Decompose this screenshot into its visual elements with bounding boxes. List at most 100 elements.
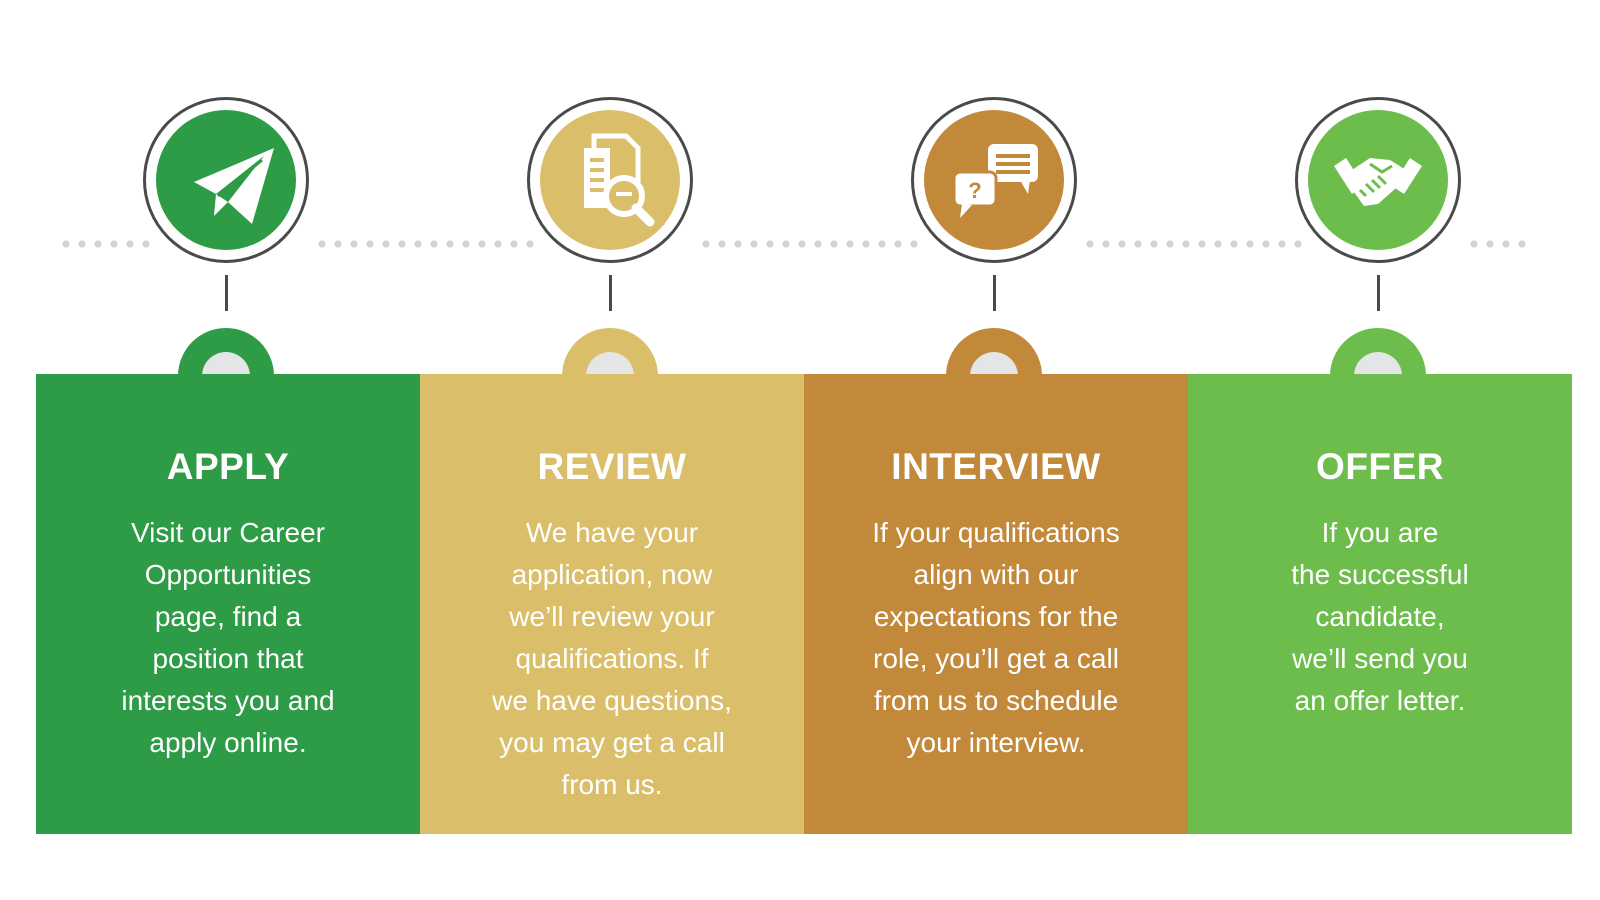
timeline-dot (830, 240, 838, 248)
timeline-dot (494, 240, 502, 248)
interview-line: align with our (913, 559, 1079, 590)
timeline-dot (1470, 240, 1478, 248)
timeline-dot (1150, 240, 1158, 248)
interview-icon-ring: ? (911, 97, 1077, 263)
timeline-dot (782, 240, 790, 248)
review-icon-ring (527, 97, 693, 263)
interview-line: your interview. (906, 727, 1086, 758)
timeline-dot (1294, 240, 1302, 248)
timeline-dot (398, 240, 406, 248)
timeline-dot (1486, 240, 1494, 248)
interview-line: If your qualifications (872, 517, 1120, 548)
timeline-dot (430, 240, 438, 248)
review-line: application, now (511, 559, 713, 590)
apply-line: Opportunities (144, 559, 312, 590)
timeline-dot (462, 240, 470, 248)
timeline-dot (750, 240, 758, 248)
step-offer: OFFER If you are the successful candidat… (1188, 0, 1572, 900)
timeline-dot (1198, 240, 1206, 248)
timeline-dot (366, 240, 374, 248)
timeline-dot (1182, 240, 1190, 248)
review-line: We have your (525, 517, 699, 548)
timeline-dot (1278, 240, 1286, 248)
timeline-dot (1102, 240, 1110, 248)
timeline-dot (718, 240, 726, 248)
review-line: from us. (561, 769, 663, 800)
apply-line: apply online. (149, 727, 307, 758)
step-interview: ? INTERVIEW If your qualifications align… (804, 0, 1188, 900)
offer-line: we’ll send you (1292, 643, 1468, 674)
timeline-dot (78, 240, 86, 248)
review-icon-circle (540, 110, 680, 250)
timeline-dot (766, 240, 774, 248)
apply-icon-ring (143, 97, 309, 263)
timeline-dot (510, 240, 518, 248)
interview-icon-circle: ? (924, 110, 1064, 250)
apply-line: page, find a (154, 601, 302, 632)
timeline-dot (1518, 240, 1526, 248)
interview-panel: INTERVIEW If your qualifications align w… (804, 374, 1188, 834)
chat-bubbles-icon: ? (952, 144, 1038, 218)
review-line: you may get a call (499, 727, 725, 758)
apply-icon-circle (156, 110, 296, 250)
timeline-dot (414, 240, 422, 248)
timeline-dot (1134, 240, 1142, 248)
timeline-dot (110, 240, 118, 248)
review-line: qualifications. If (515, 643, 709, 674)
timeline-dot (526, 240, 534, 248)
review-line: we have questions, (492, 685, 732, 716)
timeline-dot (814, 240, 822, 248)
timeline-dot (94, 240, 102, 248)
offer-line: candidate, (1315, 601, 1445, 632)
timeline-dot (894, 240, 902, 248)
review-stem (609, 275, 612, 311)
step-review: REVIEW We have your application, now we’… (420, 0, 804, 900)
offer-icon-circle (1308, 110, 1448, 250)
timeline-dot (350, 240, 358, 248)
apply-description: Visit our Career Opportunities page, fin… (68, 512, 388, 764)
timeline-dot (1262, 240, 1270, 248)
timeline-dot (446, 240, 454, 248)
timeline-dot (62, 240, 70, 248)
offer-line: If you are (1321, 517, 1439, 548)
timeline-dot (126, 240, 134, 248)
review-description: We have your application, now we’ll revi… (452, 512, 772, 806)
timeline-dot (334, 240, 342, 248)
step-apply: APPLY Visit our Career Opportunities pag… (36, 0, 420, 900)
apply-line: interests you and (121, 685, 335, 716)
offer-line: the successful (1291, 559, 1469, 590)
apply-stem (225, 275, 228, 311)
review-panel: REVIEW We have your application, now we’… (420, 374, 804, 834)
timeline-dot (1246, 240, 1254, 248)
offer-line: an offer letter. (1294, 685, 1466, 716)
timeline-dot (910, 240, 918, 248)
timeline-dot (318, 240, 326, 248)
review-line: we’ll review your (509, 601, 715, 632)
timeline-dot (1118, 240, 1126, 248)
offer-stem (1377, 275, 1380, 311)
interview-description: If your qualifications align with our ex… (836, 512, 1156, 764)
document-search-icon (584, 133, 655, 227)
timeline-dot (1086, 240, 1094, 248)
offer-icon-ring (1295, 97, 1461, 263)
review-title: REVIEW (537, 446, 687, 487)
handshake-icon (1334, 158, 1422, 206)
timeline-dot (798, 240, 806, 248)
svg-text:?: ? (968, 178, 981, 203)
timeline-dot (1214, 240, 1222, 248)
offer-panel: OFFER If you are the successful candidat… (1188, 374, 1572, 834)
apply-line: position that (152, 643, 304, 674)
offer-description: If you are the successful candidate, we’… (1220, 512, 1540, 722)
timeline-dot (142, 240, 150, 248)
timeline-dot (382, 240, 390, 248)
interview-stem (993, 275, 996, 311)
interview-title: INTERVIEW (891, 446, 1101, 487)
timeline-dot (702, 240, 710, 248)
interview-line: expectations for the (873, 601, 1119, 632)
apply-line: Visit our Career (130, 517, 325, 548)
timeline-dot (862, 240, 870, 248)
paper-plane-icon (194, 148, 274, 224)
offer-title: OFFER (1316, 446, 1444, 487)
